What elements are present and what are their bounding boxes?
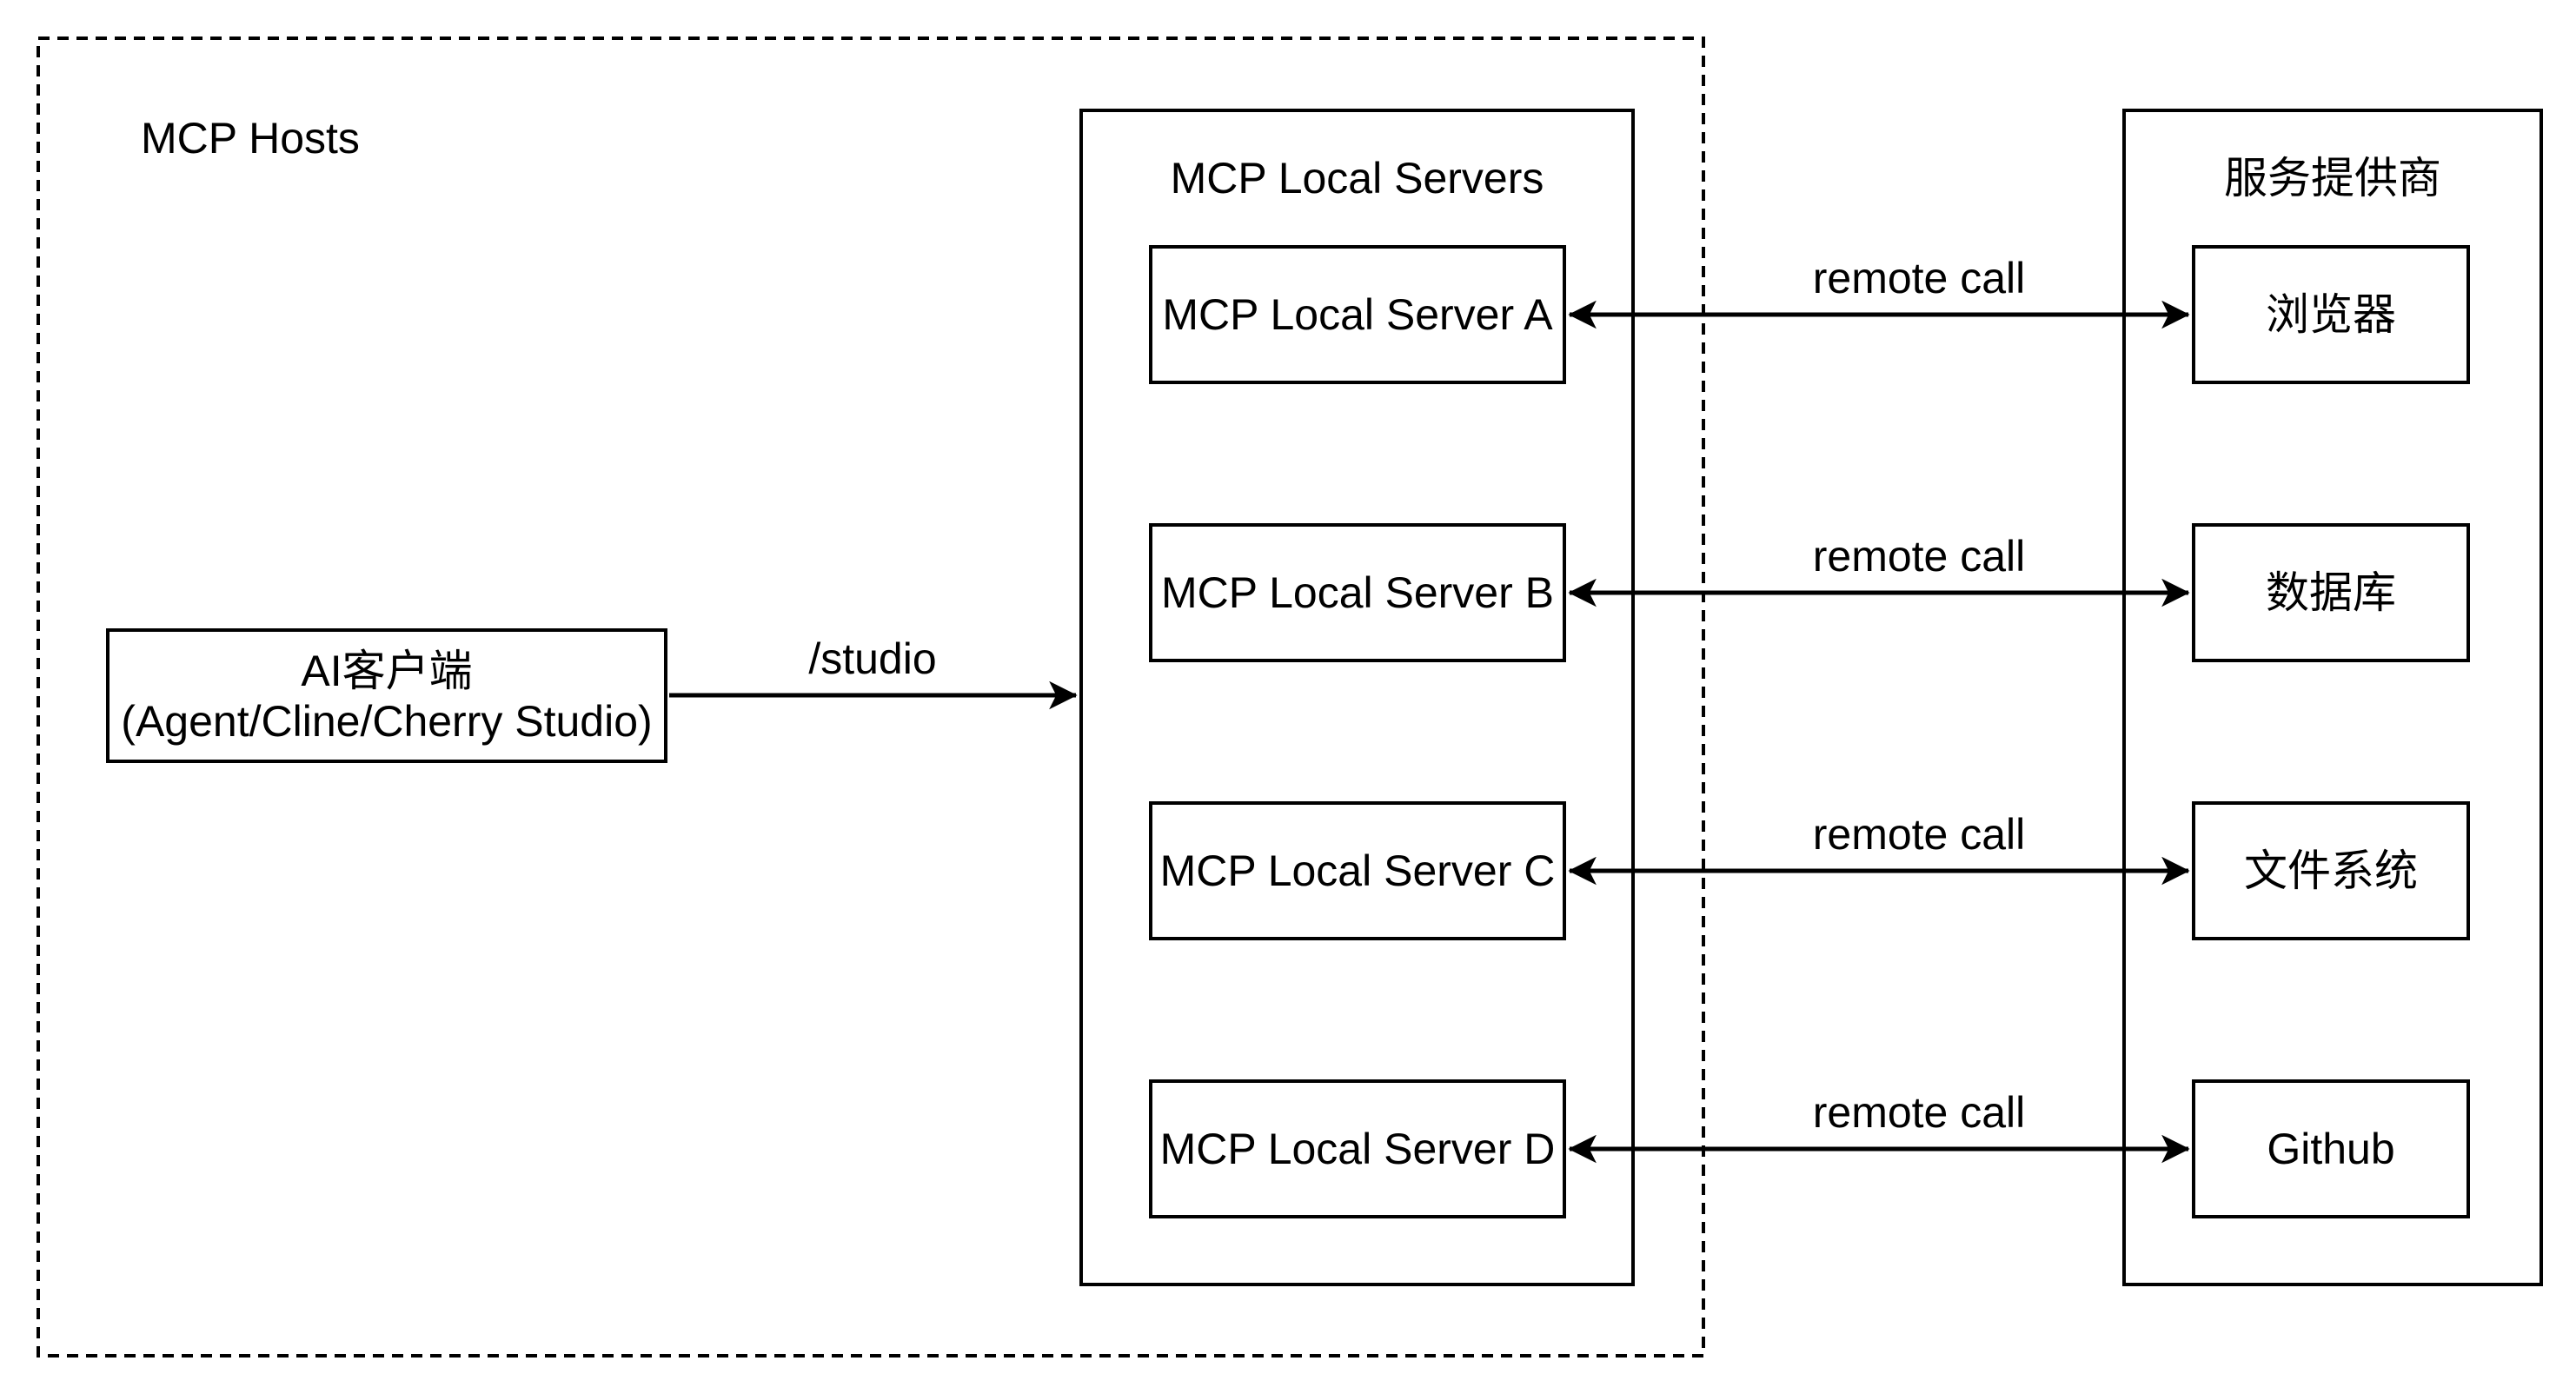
local-servers-group-title: MCP Local Servers: [1170, 154, 1544, 202]
provider-github-node: Github: [2192, 1079, 2470, 1218]
hosts-group-label: MCP Hosts: [141, 114, 360, 163]
provider-browser-label: 浏览器: [2266, 290, 2396, 339]
remote-call-label-1: remote call: [1812, 254, 2026, 302]
studio-edge-label: /studio: [808, 634, 937, 683]
local-server-d-node: MCP Local Server D: [1149, 1079, 1566, 1218]
provider-browser-node: 浏览器: [2192, 245, 2470, 384]
provider-filesystem-label: 文件系统: [2244, 846, 2418, 895]
remote-call-label-4: remote call: [1812, 1088, 2026, 1137]
local-server-b-label: MCP Local Server B: [1160, 568, 1555, 617]
provider-github-label: Github: [2267, 1125, 2395, 1173]
local-server-a-node: MCP Local Server A: [1149, 245, 1566, 384]
provider-filesystem-node: 文件系统: [2192, 801, 2470, 940]
local-server-d-label: MCP Local Server D: [1159, 1125, 1556, 1173]
ai-client-node: AI客户端 (Agent/Cline/Cherry Studio): [106, 628, 667, 763]
providers-group-title: 服务提供商: [2224, 154, 2441, 202]
local-server-c-label: MCP Local Server C: [1159, 846, 1556, 895]
remote-call-label-3: remote call: [1812, 810, 2026, 859]
provider-database-node: 数据库: [2192, 523, 2470, 662]
local-server-c-node: MCP Local Server C: [1149, 801, 1566, 940]
local-server-b-node: MCP Local Server B: [1149, 523, 1566, 662]
provider-database-label: 数据库: [2266, 568, 2396, 617]
local-server-a-label: MCP Local Server A: [1162, 290, 1553, 339]
ai-client-title: AI客户端: [301, 646, 473, 695]
ai-client-subtitle: (Agent/Cline/Cherry Studio): [121, 696, 653, 746]
remote-call-label-2: remote call: [1812, 532, 2026, 581]
